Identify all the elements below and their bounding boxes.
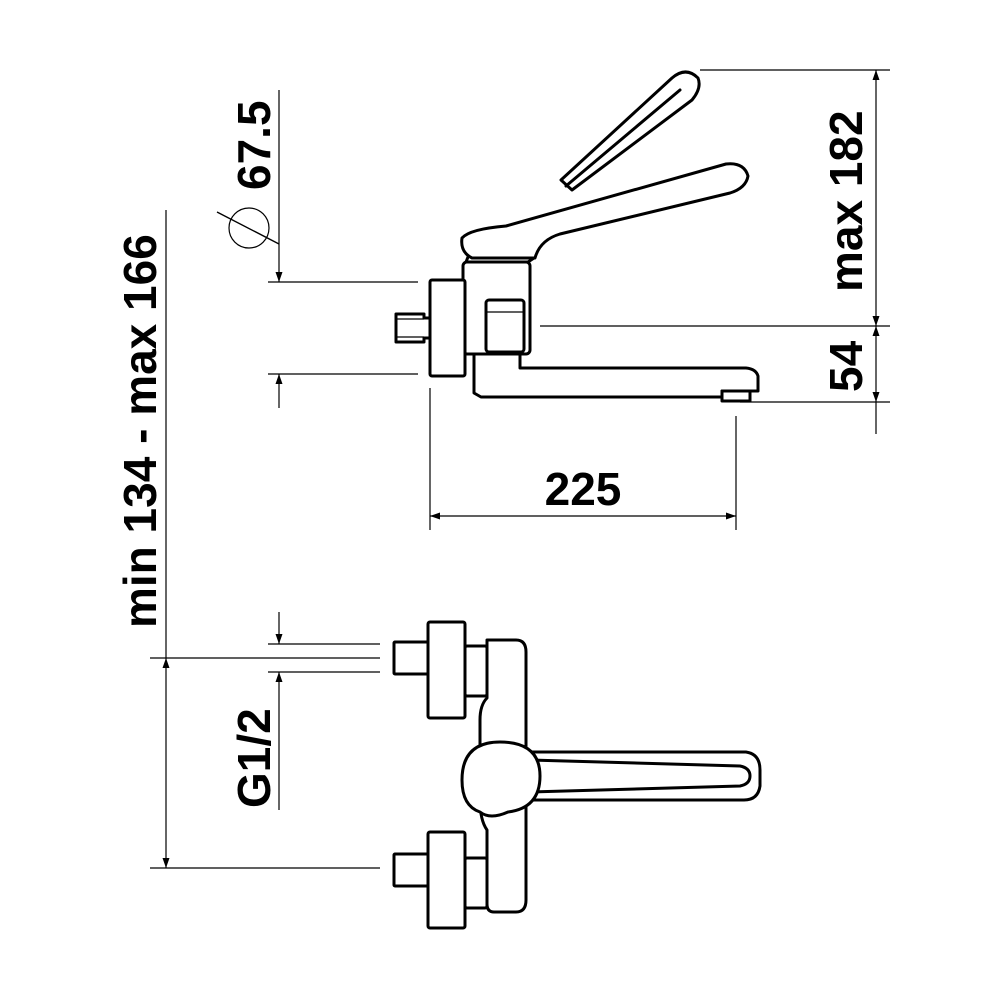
spout [472,350,760,399]
dim-spout-reach: 225 [545,463,622,515]
top-inlet [392,640,430,676]
lever-closed [460,162,750,260]
dim-wall-distance: min 134 - max 166 [114,234,166,628]
dimension-labels: 67.5 max 182 54 225 min 134 - max 166 G1… [114,100,872,808]
aerator [720,389,752,403]
diameter-symbol [216,207,280,249]
top-flange [426,620,467,720]
bottom-inlet [392,852,430,888]
top-nut [463,644,489,698]
dim-thread: G1/2 [228,708,280,808]
inlet-connector [394,312,432,344]
bottom-flange [426,830,467,930]
front-view [392,620,762,930]
lever-hub [460,740,542,818]
dim-spout-height: 54 [820,340,872,392]
side-view [394,70,760,403]
front-lever [518,750,762,802]
body-nut [484,298,526,354]
lever-open [559,70,701,192]
dim-diameter: 67.5 [228,100,280,190]
dimension-lines [150,69,890,869]
bottom-nut [463,856,489,910]
wall-flange [428,278,467,378]
dim-max-height: max 182 [820,110,872,292]
